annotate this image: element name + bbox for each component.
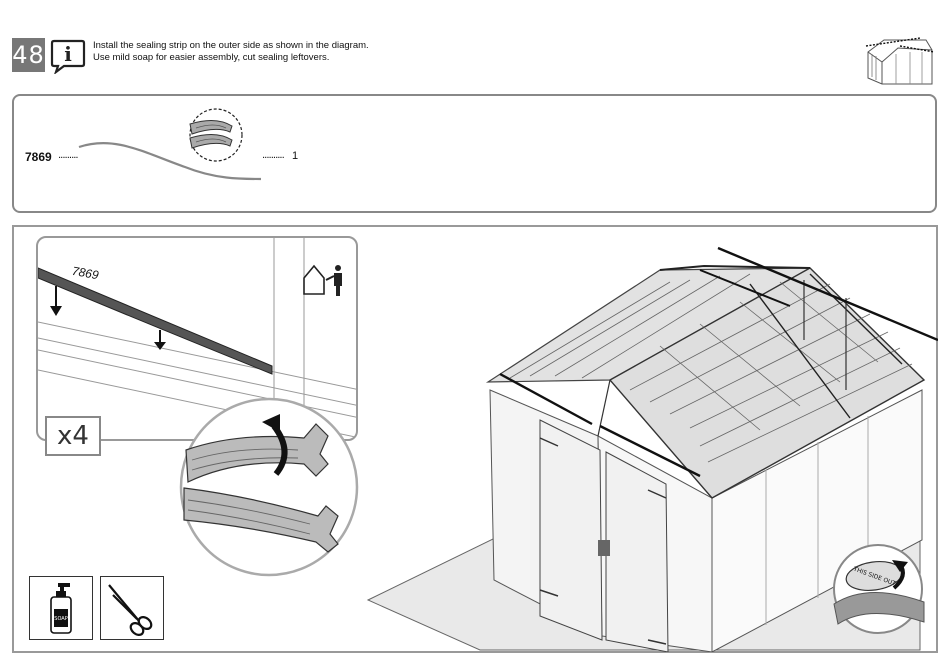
shed-thumbnail-icon <box>862 32 936 88</box>
soap-label: SOAP <box>54 616 67 622</box>
magnified-strip-profile <box>178 396 360 578</box>
svg-text:i: i <box>64 42 72 66</box>
info-icon: i <box>50 38 86 74</box>
step-number: 48 <box>12 38 45 72</box>
instruction-text: Install the sealing strip on the outer s… <box>93 40 369 64</box>
soap-tool-box: SOAP <box>29 576 93 640</box>
scissors-icon <box>101 577 163 639</box>
repeat-multiplier: x4 <box>45 416 101 456</box>
outdoor-person-icon <box>300 258 350 308</box>
scissors-tool-box <box>100 576 164 640</box>
part-code: 7869 <box>25 150 52 164</box>
soap-bottle-icon: SOAP <box>30 577 92 639</box>
strip-profile-detail <box>186 106 246 164</box>
qty-leader-dots: .......... <box>262 150 284 161</box>
instruction-line-2: Use mild soap for easier assembly, cut s… <box>93 52 369 64</box>
instruction-line-1: Install the sealing strip on the outer s… <box>93 40 369 52</box>
sticker-detail: THIS SIDE OUT <box>828 542 928 636</box>
part-quantity: 1 <box>292 150 298 162</box>
